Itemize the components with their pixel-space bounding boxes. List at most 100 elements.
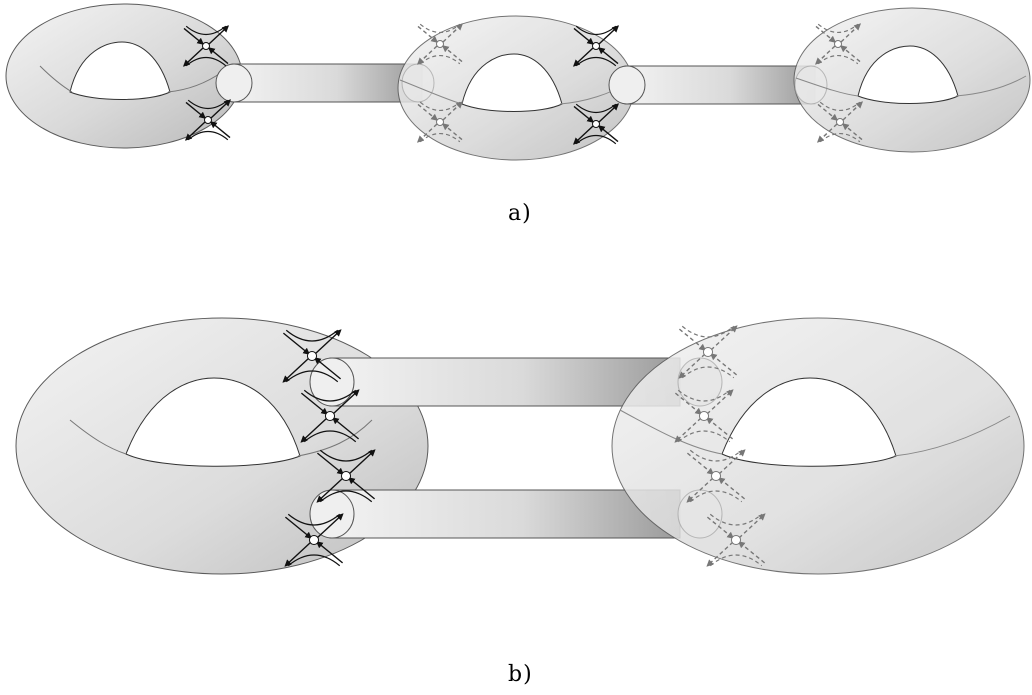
flow-line	[689, 490, 743, 503]
saddle-glyph	[686, 449, 746, 503]
torus-b2-rim	[893, 415, 1011, 457]
saddle-glyph	[572, 25, 620, 67]
torus-a3-hole	[857, 45, 959, 104]
tube-a2-end	[794, 65, 828, 105]
flow-line	[709, 554, 763, 567]
panel-a	[5, 3, 1031, 161]
flow-line	[819, 132, 861, 143]
saddle-glyph	[282, 329, 342, 383]
flow-line	[677, 430, 731, 443]
flow-line	[184, 121, 206, 141]
flow-line	[678, 353, 706, 379]
flow-line	[573, 105, 595, 123]
flow-line	[319, 490, 373, 503]
flow-line	[316, 513, 344, 539]
torus-a1	[5, 3, 243, 149]
saddle-glyph	[416, 23, 464, 65]
flow-line	[285, 329, 339, 342]
flow-line	[681, 366, 735, 379]
flow-line	[709, 513, 763, 526]
flow-line	[819, 101, 861, 112]
saddle-point	[698, 410, 710, 422]
flow-line	[709, 353, 738, 376]
flow-line	[303, 430, 357, 443]
saddle-glyph	[814, 23, 862, 65]
tube-b1	[309, 357, 681, 407]
saddle-point	[202, 42, 210, 50]
flow-line	[718, 449, 746, 475]
flow-line	[347, 477, 376, 500]
tube-a1-body	[231, 63, 423, 103]
flow-line	[300, 417, 328, 443]
torus-a2	[397, 15, 635, 161]
flow-line	[183, 27, 205, 45]
flow-line	[210, 99, 232, 119]
flow-line	[282, 357, 310, 383]
flow-line	[442, 23, 464, 43]
saddle-point	[324, 410, 336, 422]
flow-line	[416, 45, 438, 65]
flow-line	[597, 125, 619, 143]
flow-line	[314, 329, 342, 355]
saddle-glyph	[678, 325, 738, 379]
tube-b2-end	[677, 489, 723, 539]
flow-line	[572, 47, 594, 67]
flow-line	[573, 27, 595, 45]
flow-line	[706, 389, 734, 415]
torus-a1-rim	[39, 65, 73, 93]
flow-line	[287, 513, 341, 526]
torus-b2-rim	[619, 409, 723, 455]
saddle-glyph	[182, 25, 230, 67]
flow-line	[315, 541, 344, 564]
flow-line	[332, 389, 360, 415]
flow-line	[598, 25, 620, 45]
flow-line	[678, 328, 707, 351]
tube-b1-cap	[309, 357, 355, 407]
flow-line	[817, 54, 859, 65]
saddle-point	[308, 534, 320, 546]
flow-line	[319, 449, 373, 462]
saddle-glyph	[706, 513, 766, 567]
torus-a3-rim	[795, 77, 859, 97]
flow-line	[706, 516, 735, 539]
torus-b1-rim	[297, 419, 373, 457]
tube-a1	[215, 63, 423, 103]
flow-line	[706, 541, 734, 567]
flow-line	[331, 417, 360, 440]
saddle-glyph	[572, 103, 620, 145]
saddle-point	[730, 534, 742, 546]
flow-line	[419, 132, 461, 143]
panel-b	[15, 317, 1025, 575]
flow-line	[442, 101, 464, 121]
flow-line	[689, 449, 743, 462]
flow-line	[597, 47, 619, 65]
flow-line	[282, 332, 311, 355]
flow-line	[182, 47, 204, 67]
flow-line	[674, 417, 702, 443]
saddle-point	[204, 116, 212, 124]
flow-line	[677, 389, 731, 402]
flow-line	[185, 101, 207, 119]
saddle-point	[340, 470, 352, 482]
flow-line	[284, 541, 312, 567]
flow-line	[300, 392, 329, 415]
saddle-glyph	[674, 389, 734, 443]
torus-a2-hole	[461, 53, 563, 112]
flow-line	[674, 392, 703, 415]
flow-line	[710, 325, 738, 351]
saddle-glyph	[416, 101, 464, 143]
flow-line	[598, 103, 620, 123]
flow-line	[287, 554, 341, 567]
flow-line	[840, 23, 862, 43]
tube-b1-end	[677, 357, 723, 407]
flow-field	[182, 23, 864, 567]
flow-line	[738, 513, 766, 539]
tube-b2-cap	[309, 489, 355, 539]
torus-b1-hole	[125, 377, 301, 467]
saddle-point	[306, 350, 318, 362]
flow-line	[207, 47, 229, 65]
flow-line	[284, 516, 313, 539]
flow-line	[681, 325, 735, 338]
flow-line	[717, 477, 746, 500]
